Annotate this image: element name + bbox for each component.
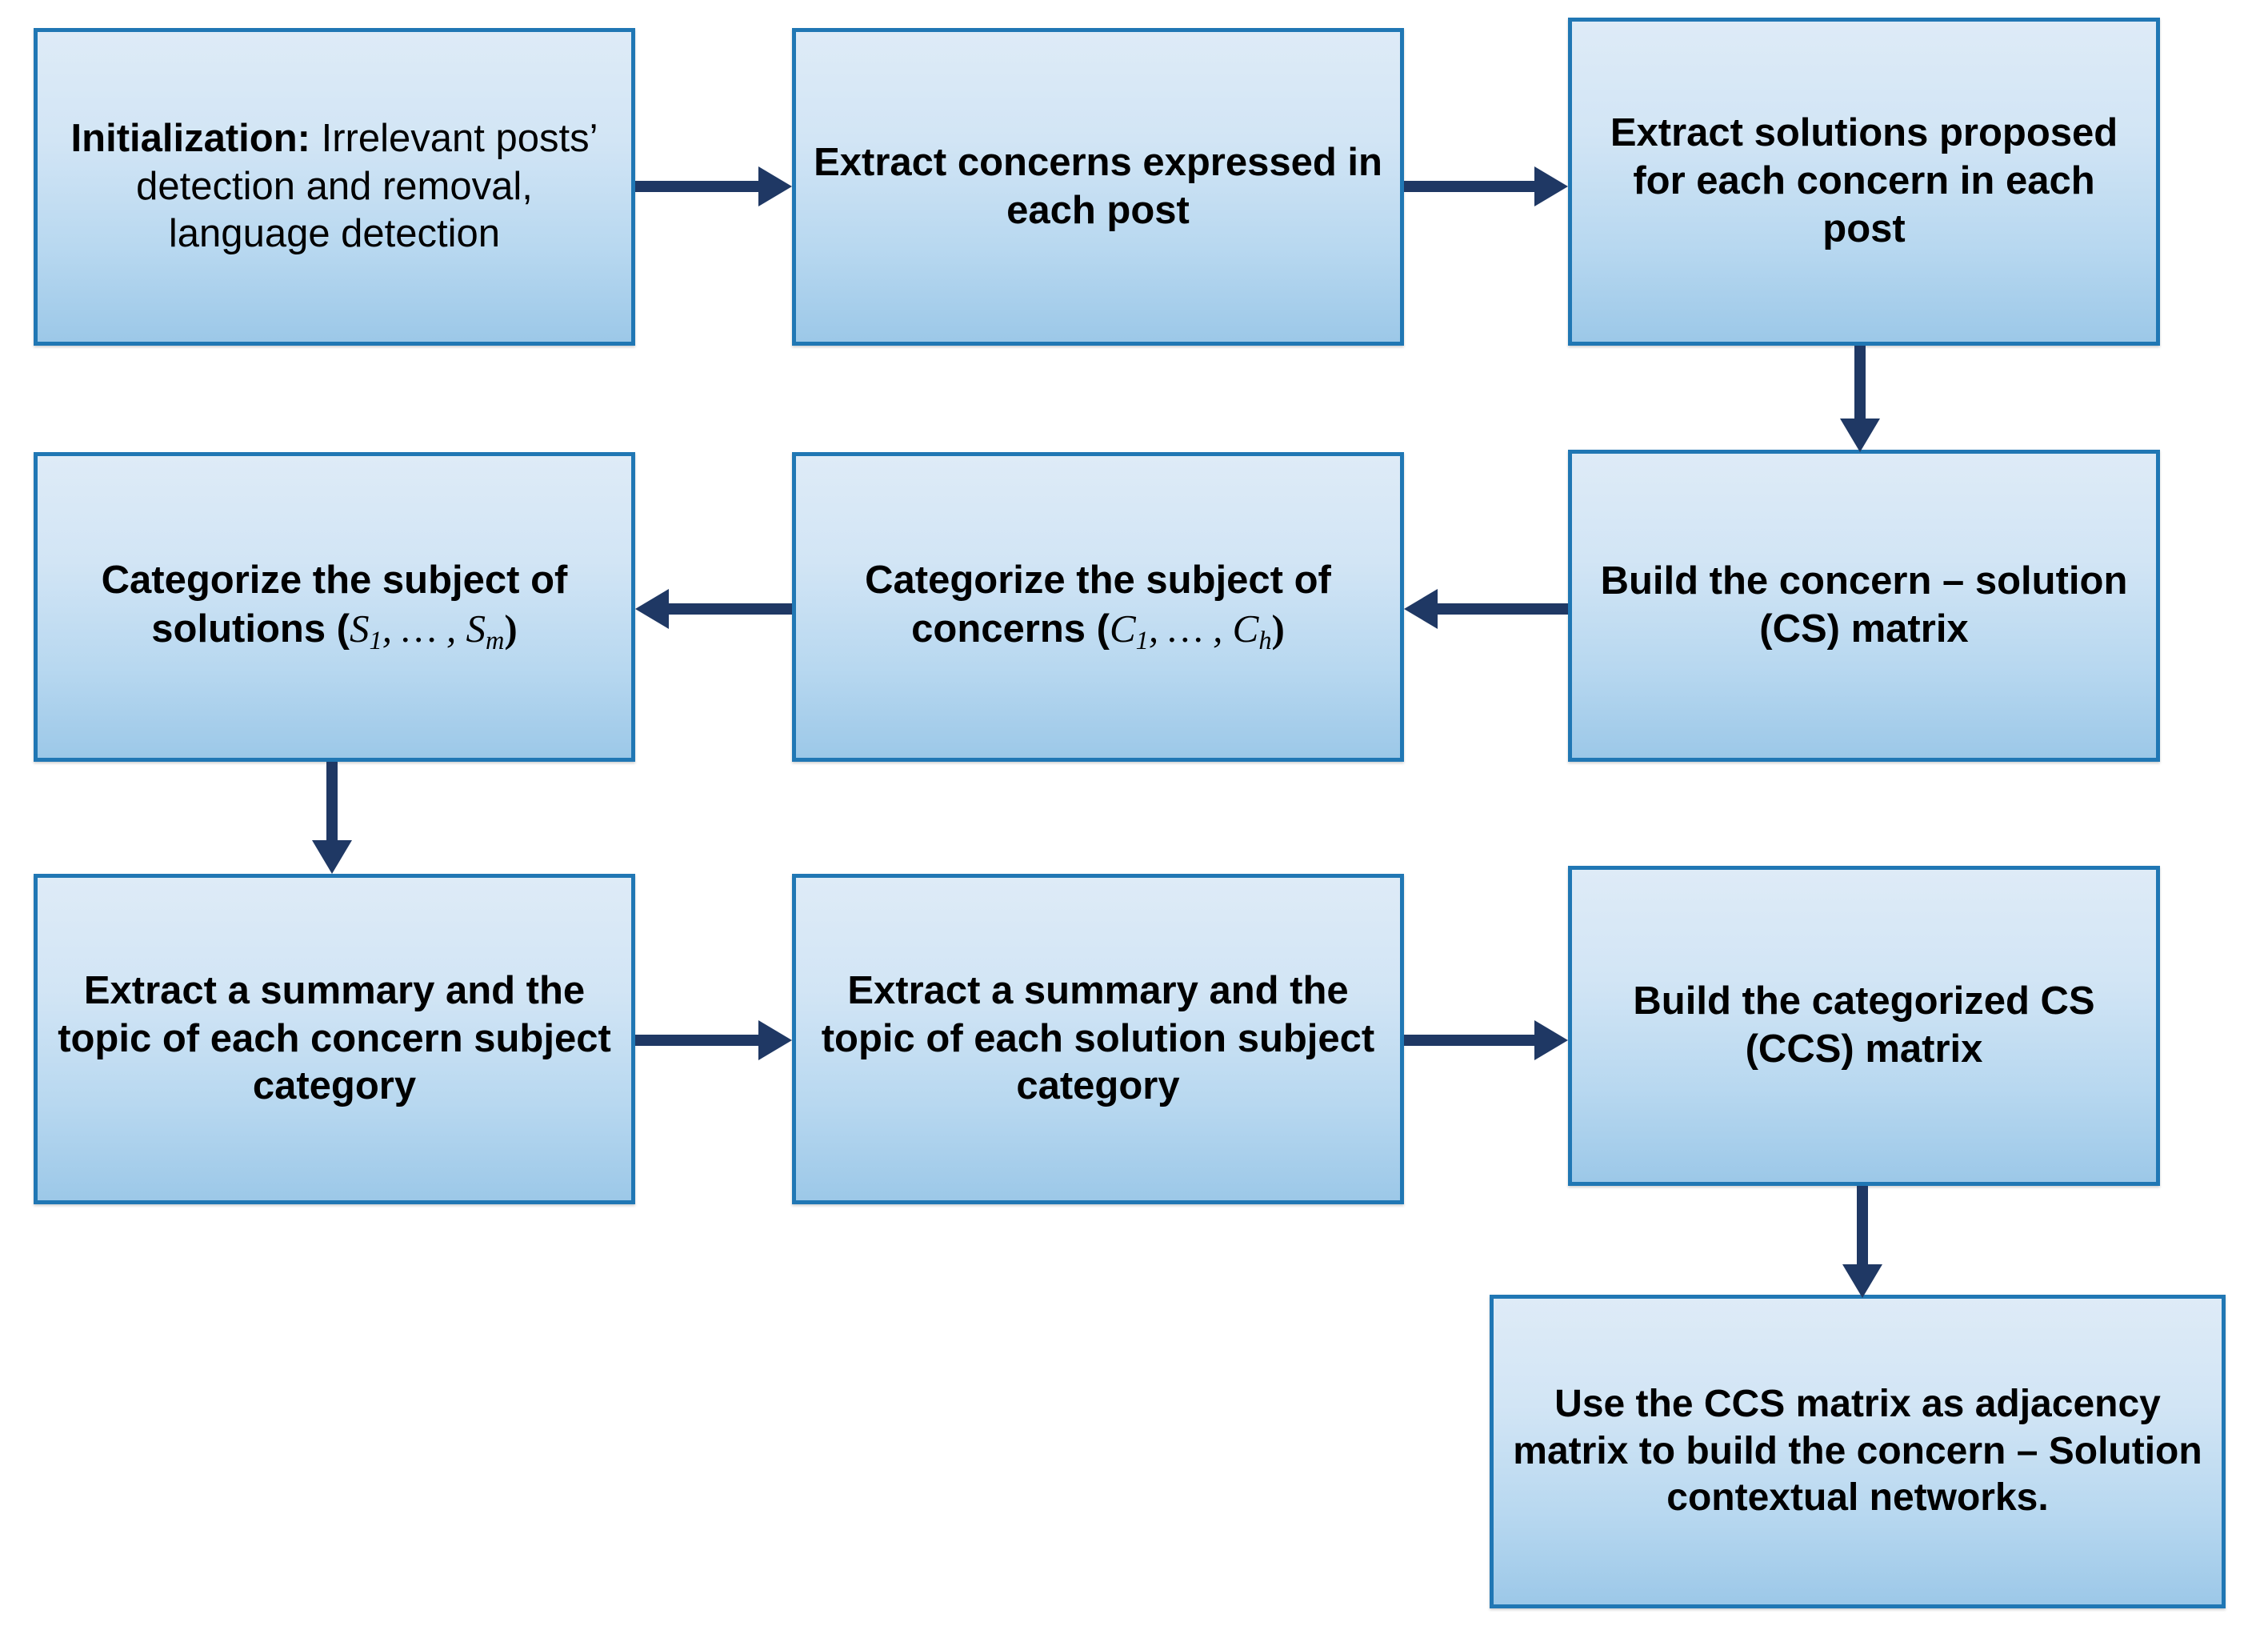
- arrow-shaft: [1854, 346, 1866, 425]
- arrow-categorize-solutions-to-summary-concern: [310, 762, 354, 874]
- process-node-build-ccs-matrix[interactable]: Build the categorized CS (CCS) matrix: [1568, 866, 2160, 1186]
- arrow-head-right: [758, 1020, 792, 1060]
- math-var-s-first: S1: [350, 607, 382, 655]
- process-node-summary-solution-category[interactable]: Extract a summary and the topic of each …: [792, 874, 1404, 1204]
- math-paren-close-solutions: ): [504, 607, 518, 651]
- arrow-shaft: [1404, 181, 1539, 192]
- node-label-bold-prefix: Initialization:: [70, 116, 310, 160]
- arrow-build-ccs-to-contextual-networks: [1840, 1186, 1885, 1298]
- process-node-contextual-networks[interactable]: Use the CCS matrix as adjacency matrix t…: [1490, 1295, 2226, 1608]
- math-var-s-last: Sm: [466, 607, 505, 655]
- process-node-initialization[interactable]: Initialization: Irrelevant posts’ detect…: [34, 28, 635, 346]
- arrow-shaft: [635, 1035, 763, 1046]
- process-node-categorize-concerns[interactable]: Categorize the subject of concerns (C1, …: [792, 452, 1404, 762]
- math-separator-solutions: , … ,: [382, 607, 466, 651]
- process-node-categorize-solutions[interactable]: Categorize the subject of solutions (S1,…: [34, 452, 635, 762]
- arrow-shaft: [664, 603, 792, 615]
- process-node-extract-solutions[interactable]: Extract solutions proposed for each conc…: [1568, 18, 2160, 346]
- arrow-head-left: [1404, 589, 1438, 629]
- arrow-build-cs-to-categorize-concerns: [1404, 587, 1568, 631]
- node-label-categorize-concerns: Categorize the subject of concerns (C1, …: [810, 557, 1386, 656]
- node-label-prefix-concerns: Categorize the subject of concerns (: [865, 559, 1331, 651]
- arrow-summary-solution-to-build-ccs: [1404, 1018, 1568, 1063]
- node-label-categorize-solutions: Categorize the subject of solutions (S1,…: [52, 557, 617, 656]
- arrow-head-down: [1842, 1264, 1882, 1298]
- arrow-head-right: [758, 166, 792, 206]
- node-label-extract-solutions: Extract solutions proposed for each conc…: [1610, 111, 2118, 250]
- math-var-c-first: C1: [1109, 607, 1149, 655]
- arrow-summary-concern-to-summary-solution: [635, 1018, 792, 1063]
- math-separator-concerns: , … ,: [1148, 607, 1233, 651]
- arrow-head-right: [1534, 166, 1568, 206]
- node-label-summary-solution-category: Extract a summary and the topic of each …: [821, 968, 1375, 1108]
- arrow-shaft: [1404, 1035, 1539, 1046]
- node-label-build-ccs-matrix: Build the categorized CS (CCS) matrix: [1633, 979, 2095, 1071]
- node-label-contextual-networks: Use the CCS matrix as adjacency matrix t…: [1513, 1383, 2202, 1520]
- node-label-extract-concerns: Extract concerns expressed in each post: [814, 140, 1382, 232]
- math-var-c-last: Ch: [1232, 607, 1272, 655]
- node-label-rest: Irrelevant posts’ detection and removal,…: [136, 116, 598, 256]
- node-label-summary-concern-category: Extract a summary and the topic of each …: [58, 968, 611, 1108]
- process-node-build-cs-matrix[interactable]: Build the concern – solution (CS) matrix: [1568, 450, 2160, 762]
- process-node-summary-concern-category[interactable]: Extract a summary and the topic of each …: [34, 874, 635, 1204]
- arrow-head-right: [1534, 1020, 1568, 1060]
- arrow-head-left: [635, 589, 669, 629]
- node-label-prefix-solutions: Categorize the subject of solutions (: [101, 559, 568, 651]
- arrow-head-down: [312, 840, 352, 874]
- arrow-shaft: [326, 762, 338, 847]
- arrow-init-to-extract-concerns: [635, 164, 792, 209]
- process-node-extract-concerns[interactable]: Extract concerns expressed in each post: [792, 28, 1404, 346]
- arrow-shaft: [1857, 1186, 1868, 1271]
- arrow-extract-concerns-to-extract-solutions: [1404, 164, 1568, 209]
- arrow-extract-solutions-to-build-cs: [1838, 346, 1882, 452]
- node-label-build-cs-matrix: Build the concern – solution (CS) matrix: [1600, 559, 2128, 651]
- arrow-shaft: [1433, 603, 1568, 615]
- arrow-categorize-concerns-to-categorize-solutions: [635, 587, 792, 631]
- node-label-initialization: Initialization: Irrelevant posts’ detect…: [52, 115, 617, 258]
- math-paren-close-concerns: ): [1271, 607, 1285, 651]
- arrow-head-down: [1840, 419, 1880, 452]
- arrow-shaft: [635, 181, 763, 192]
